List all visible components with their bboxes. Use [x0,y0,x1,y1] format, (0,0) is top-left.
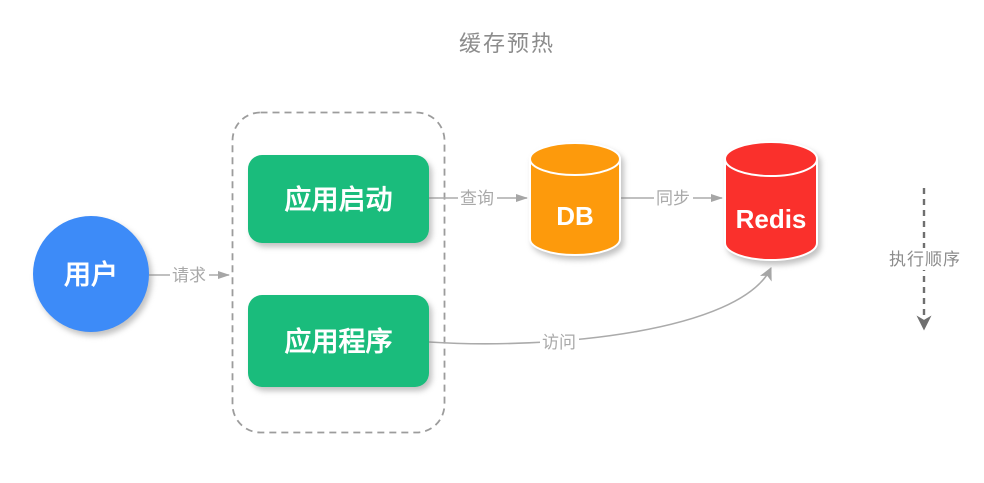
query-label-bg [458,187,497,208]
redis-cylinder-top [724,141,818,177]
sync-label-bg [654,187,693,208]
access-label-bg [540,331,579,352]
edge-access [428,267,772,345]
db-cylinder: DB [529,142,621,256]
db-label: DB [556,201,594,231]
edge-sync-label: 同步 [656,189,690,208]
app-group-container [231,111,446,434]
edge-access-label: 访问 [542,333,576,352]
app-start-label: 应用启动 [285,184,393,215]
user-node-label: 用户 [64,259,118,290]
redis-cylinder: Redis [724,141,818,261]
request-label-bg [170,264,209,285]
order-label-bg [888,248,961,270]
diagram-title: 缓存预热 [459,31,555,56]
redis-label: Redis [736,204,807,234]
db-cylinder-top [529,142,621,176]
user-node [33,216,149,332]
app-program-node [248,295,429,387]
app-start-node [248,155,429,243]
execution-order-label: 执行顺序 [889,250,961,269]
edge-query-label: 查询 [460,189,494,208]
edge-request-label: 请求 [172,266,206,285]
app-program-label: 应用程序 [285,326,393,357]
